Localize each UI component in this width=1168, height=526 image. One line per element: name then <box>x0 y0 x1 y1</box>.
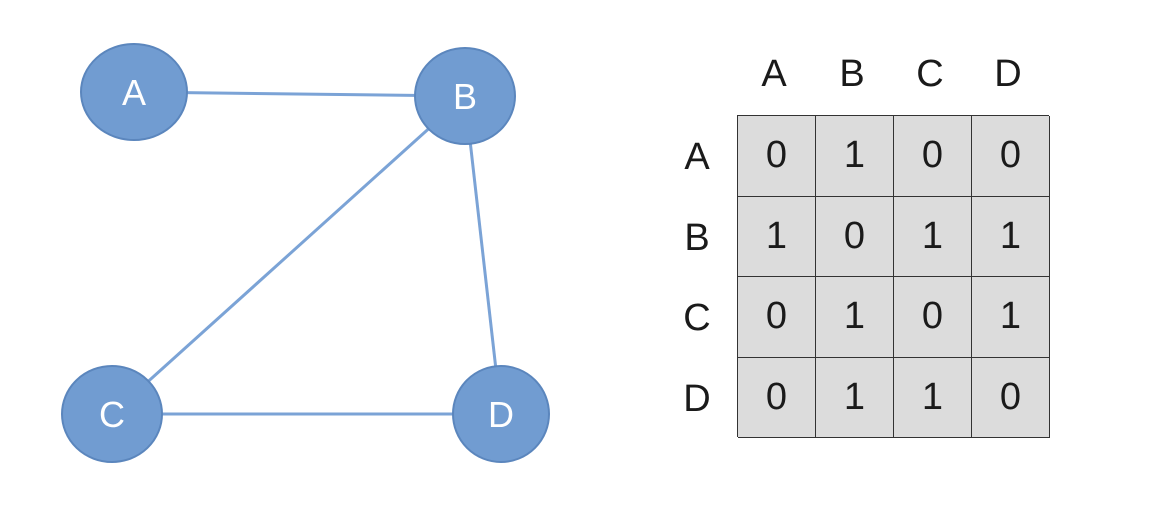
edge-b-d <box>463 95 503 415</box>
matrix-cell-d-c: 1 <box>894 357 972 438</box>
column-header-b: B <box>839 53 865 95</box>
matrix-cell-b-b: 0 <box>816 196 894 277</box>
row-header-b: B <box>684 217 710 259</box>
matrix-cell-a-b: 1 <box>816 116 894 197</box>
node-c-circle <box>61 365 163 463</box>
node-c-label: C <box>99 394 125 435</box>
node-d-label: D <box>488 394 514 435</box>
row-header-a: A <box>684 136 710 178</box>
matrix-cell-c-b: 1 <box>816 277 894 358</box>
node-a-label: A <box>122 72 146 113</box>
column-header-a: A <box>761 53 787 95</box>
column-header-d: D <box>994 53 1022 95</box>
matrix-cell-c-c: 0 <box>894 277 972 358</box>
matrix-cell-b-c: 1 <box>894 196 972 277</box>
node-a: A <box>80 43 188 141</box>
node-b-label: B <box>453 76 477 117</box>
column-header-c: C <box>916 53 944 95</box>
edge-a-b <box>133 90 466 98</box>
matrix-cell-d-a: 0 <box>738 357 816 438</box>
matrix-cell-a-c: 0 <box>894 116 972 197</box>
matrix-cell-c-d: 1 <box>972 277 1050 358</box>
matrix-cell-c-a: 0 <box>738 277 816 358</box>
node-b: B <box>414 47 516 145</box>
matrix-cell-d-b: 1 <box>816 357 894 438</box>
matrix-cell-b-d: 1 <box>972 196 1050 277</box>
node-a-circle <box>80 43 188 141</box>
node-d: D <box>452 365 550 463</box>
graph-nodes: A B C D <box>61 43 550 463</box>
row-header-d: D <box>683 378 711 420</box>
matrix-cell-a-a: 0 <box>738 116 816 197</box>
row-header-c: C <box>683 297 711 339</box>
matrix-grid: 0 1 0 0 1 0 1 1 0 1 0 1 0 1 1 0 <box>737 115 1050 438</box>
node-d-circle <box>452 365 550 463</box>
matrix-cell-d-d: 0 <box>972 357 1050 438</box>
node-b-circle <box>414 47 516 145</box>
graph-edges <box>110 90 503 416</box>
matrix-cell-b-a: 1 <box>738 196 816 277</box>
node-c: C <box>61 365 163 463</box>
graph-diagram: A B C D <box>61 43 550 463</box>
edge-b-c <box>110 94 467 416</box>
matrix-cell-a-d: 0 <box>972 116 1050 197</box>
